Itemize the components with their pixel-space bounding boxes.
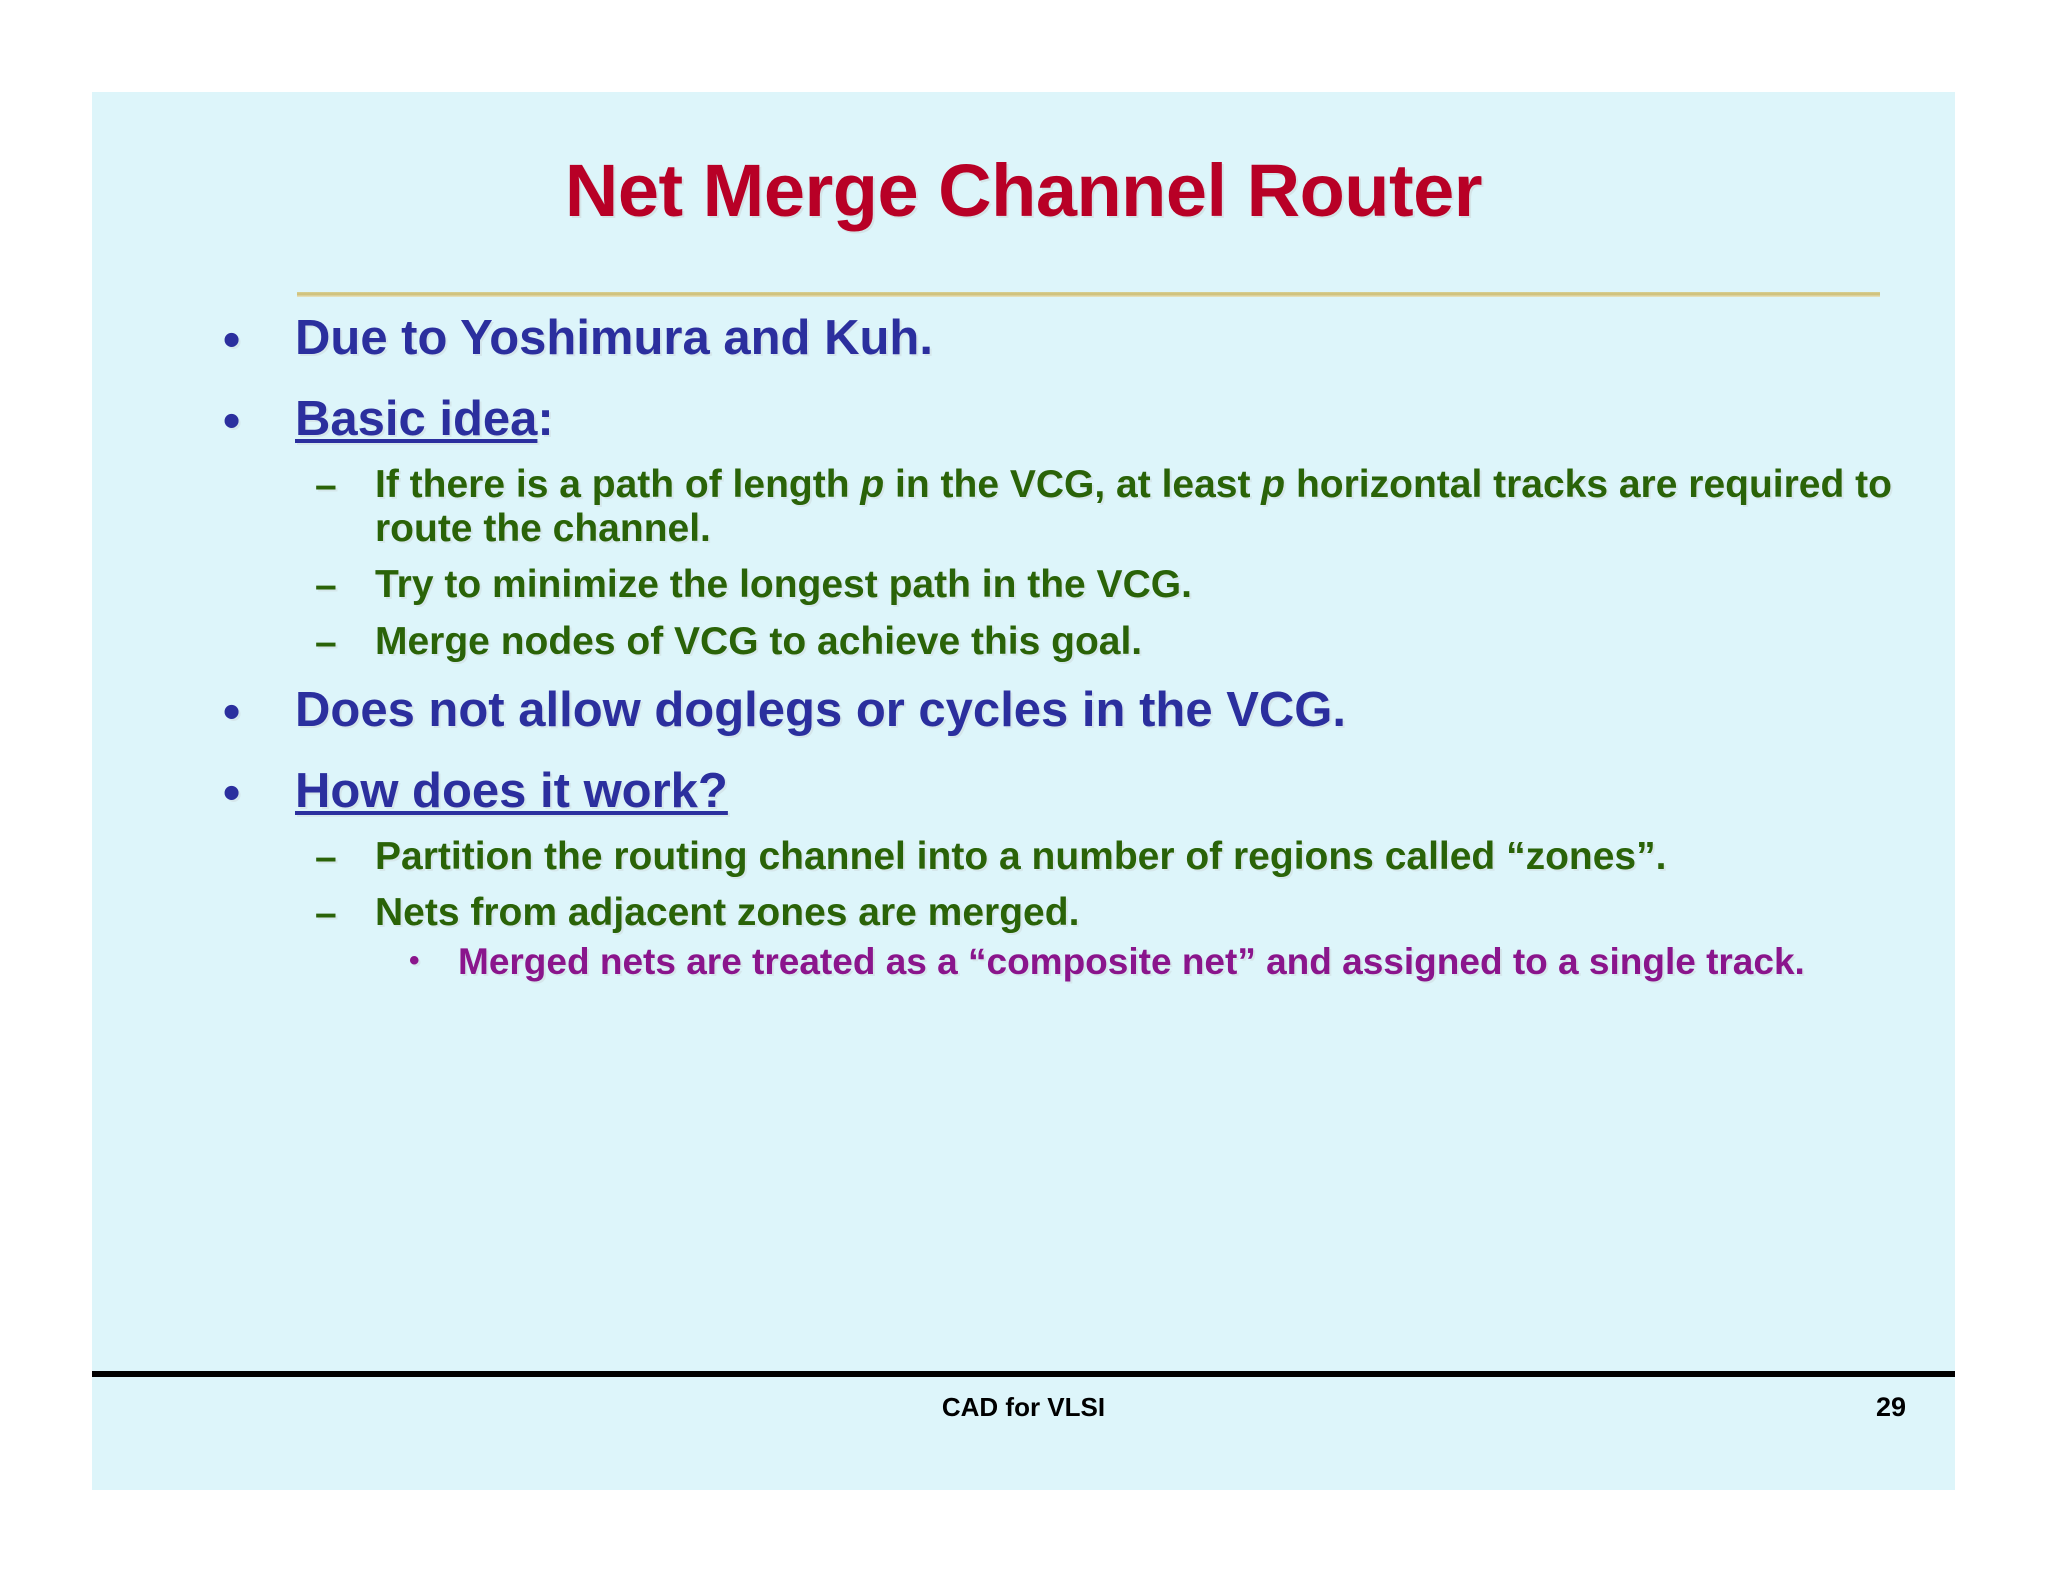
bullet-how-does-it-work: • How does it work? (92, 763, 1955, 829)
page-number: 29 (1875, 1392, 1906, 1422)
sub-bullet-text: Try to minimize the longest path in the … (375, 563, 1192, 607)
bullet-text: How does it work? (295, 763, 728, 818)
footer-divider (92, 1371, 1955, 1377)
sub-bullet-merge-nodes-vcg: – Merge nodes of VCG to achieve this goa… (92, 620, 1955, 664)
sub-bullet-text: Nets from adjacent zones are merged. (375, 891, 1080, 935)
sub-bullet-text-part2: in the VCG, at least (884, 463, 1262, 506)
bullet-marker-level1: • (223, 313, 241, 367)
bullet-marker-level2: – (315, 621, 337, 665)
slide: Net Merge Channel Router • Due to Yoshim… (92, 92, 1955, 1490)
sub-bullet-text: If there is a path of length p in the VC… (375, 463, 1955, 550)
bullet-marker-level1: • (223, 765, 241, 820)
bullet-marker-level3: • (409, 944, 420, 978)
sub-bullet-minimize-longest-path: – Try to minimize the longest path in th… (92, 563, 1955, 607)
bullet-marker-level1: • (223, 394, 241, 448)
title-divider (297, 292, 1880, 297)
bullet-marker-level2: – (315, 835, 337, 879)
basic-idea-underlined-text: Basic idea (295, 392, 538, 446)
bullet-marker-level2: – (315, 464, 337, 507)
variable-p-second: p (1261, 463, 1286, 506)
bullet-no-doglegs-or-cycles: • Does not allow doglegs or cycles in th… (92, 682, 1955, 748)
page-title: Net Merge Channel Router (564, 149, 1483, 232)
bullet-text: Does not allow doglegs or cycles in the … (295, 682, 1346, 737)
sub-sub-bullet-composite-net: • Merged nets are treated as a “composit… (92, 941, 1955, 982)
bullet-text: Due to Yoshimura and Kuh. (295, 311, 933, 365)
bullet-marker-level1: • (223, 684, 241, 739)
basic-idea-colon: : (537, 392, 554, 446)
sub-bullet-text-part3: horizontal tracks are required to route … (375, 463, 1892, 550)
bullet-text: Basic idea: (295, 395, 1955, 444)
sub-bullet-text: Partition the routing channel into a num… (375, 834, 1667, 878)
bullet-due-to-yoshimura-and-kuh: • Due to Yoshimura and Kuh. (92, 314, 1955, 376)
footer: CAD for VLSI 29 (92, 1392, 1955, 1432)
bullet-basic-idea: • Basic idea: (92, 395, 1955, 457)
sub-bullet-text: Merge nodes of VCG to achieve this goal. (375, 620, 1143, 664)
sub-sub-bullet-text: Merged nets are treated as a “composite … (458, 941, 1805, 983)
sub-bullet-path-length-p: – If there is a path of length p in the … (92, 463, 1955, 550)
variable-p-first: p (860, 463, 885, 506)
sub-bullet-nets-from-adjacent-zones: – Nets from adjacent zones are merged. (92, 891, 1955, 935)
footer-course-label: CAD for VLSI (941, 1392, 1106, 1422)
sub-bullet-partition-into-zones: – Partition the routing channel into a n… (92, 835, 1955, 879)
bullet-marker-level2: – (315, 564, 337, 608)
sub-bullet-text-part1: If there is a path of length (375, 463, 861, 506)
bullet-marker-level2: – (315, 892, 337, 936)
slide-body: • Due to Yoshimura and Kuh. • Basic idea… (92, 314, 1955, 992)
